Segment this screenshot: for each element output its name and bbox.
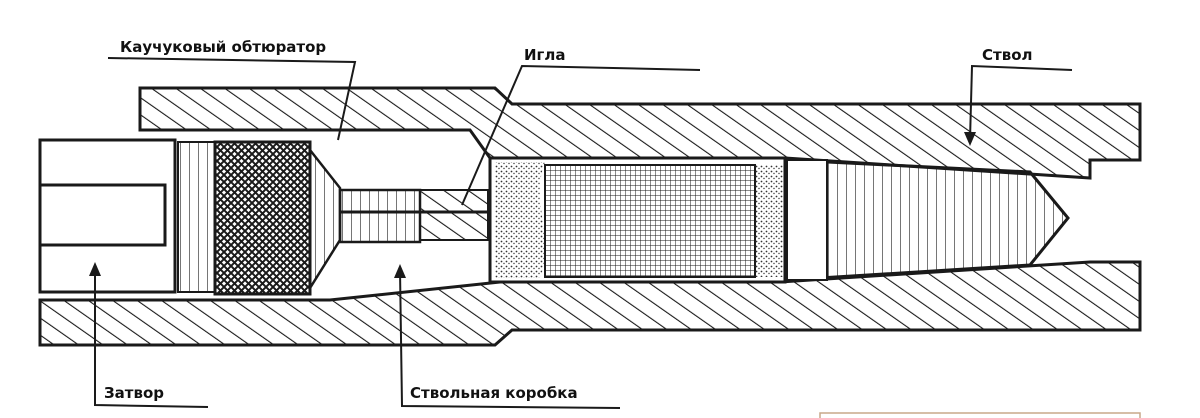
bullet	[785, 158, 1070, 282]
bottom-wall	[38, 260, 1142, 347]
arrowheads	[89, 132, 976, 278]
rubber-obturator	[177, 140, 342, 296]
label-obturator: Каучуковый обтюратор	[120, 38, 327, 56]
leader-lines	[94, 57, 1073, 409]
bolt	[38, 138, 177, 294]
paper-cartridge	[488, 156, 787, 284]
top-wall	[138, 86, 1142, 180]
needle	[338, 188, 512, 244]
label-receiver: Ствольная коробка	[410, 384, 578, 402]
label-barrel: Ствол	[982, 46, 1033, 64]
label-needle: Игла	[524, 46, 566, 64]
frame-edge	[819, 412, 1141, 418]
label-bolt: Затвор	[104, 384, 165, 402]
